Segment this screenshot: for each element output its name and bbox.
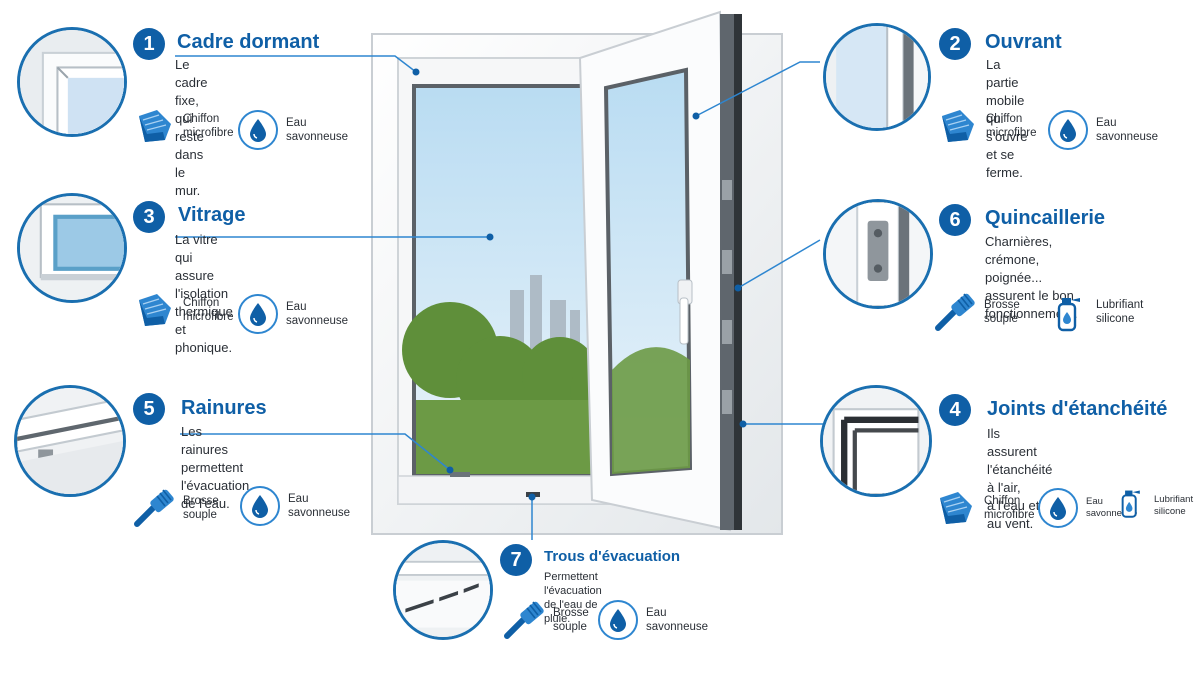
tool-item: Brosse souple: [133, 486, 219, 530]
callout-description: Permettent l'évacuation de l'eau de plui…: [544, 571, 602, 625]
callout-description: La partie mobile qui s'ouvre et se ferme…: [986, 57, 1028, 180]
tool-label: Chiffon microfibre: [984, 495, 1035, 521]
window-illustration: [371, 10, 783, 535]
tool-item: Lubrifiant silicone: [1046, 290, 1143, 334]
microfiber-cloth-icon: [934, 486, 978, 530]
callout-title: Ouvrant: [985, 31, 1062, 53]
silicone-spray-icon: [1046, 290, 1090, 334]
microfiber-cloth-icon: [936, 104, 980, 148]
tool-item: Eau savonneuse: [1036, 486, 1137, 530]
tool-item: Eau savonneuse: [236, 108, 348, 152]
tool-item: Eau savonneuse: [238, 484, 350, 528]
detail-thumbnail: [14, 385, 126, 497]
callout-description: Les rainures permettent l'évacuation de …: [181, 424, 250, 511]
detail-thumbnail: [820, 385, 932, 497]
callout-title: Quincaillerie: [985, 207, 1106, 229]
water-drop-icon: [236, 292, 280, 336]
leader-line-1: [175, 55, 417, 73]
tool-item: Eau savonneuse: [236, 292, 348, 336]
tool-label: Eau savonneuse: [286, 117, 349, 143]
water-drop-icon: [236, 108, 280, 152]
tool-label: Chiffon microfibre: [986, 113, 1037, 139]
tool-item: Brosse souple: [934, 290, 1020, 334]
soft-brush-icon: [133, 486, 177, 530]
water-drop-icon: [238, 484, 282, 528]
tool-label: Chiffon microfibre: [183, 113, 234, 139]
detail-thumbnail: [17, 193, 127, 303]
tool-item: Lubrifiant silicone: [1112, 484, 1193, 528]
tool-item: Eau savonneuse: [1046, 108, 1158, 152]
callout-description: Ils assurent l'étanchéité à l'air, à l'e…: [987, 426, 1053, 531]
detail-thumbnail: [393, 540, 493, 640]
leader-line-2: [695, 61, 820, 117]
detail-thumbnail: [823, 199, 933, 309]
tool-item: Brosse souple: [503, 598, 589, 642]
microfiber-cloth-icon: [133, 288, 177, 332]
tool-item: Chiffon microfibre: [934, 486, 1034, 530]
callout-description: Charnières, crémone, poignée... assurent…: [985, 234, 1078, 321]
water-drop-icon: [1046, 108, 1090, 152]
water-drop-icon: [596, 598, 640, 642]
callout-number: 5: [133, 393, 165, 425]
tool-label: Lubrifiant silicone: [1154, 494, 1194, 517]
callout-title: Vitrage: [178, 204, 246, 226]
callout-title: Rainures: [181, 397, 267, 419]
tool-item: Chiffon microfibre: [936, 104, 1036, 148]
detail-thumbnail: [823, 23, 931, 131]
tool-item: Chiffon microfibre: [133, 288, 233, 332]
tool-label: Chiffon microfibre: [183, 297, 234, 323]
silicone-spray-icon: [1112, 484, 1148, 528]
callout-title: Joints d'étanchéité: [987, 398, 1168, 420]
leader-line-6: [737, 239, 821, 289]
tool-item: Chiffon microfibre: [133, 104, 233, 148]
tool-item: Eau savonneuse: [596, 598, 708, 642]
leader-line-5: [180, 433, 451, 471]
tool-label: Eau savonneuse: [288, 493, 351, 519]
tool-label: Eau savonneuse: [1086, 496, 1138, 519]
callout-number: 4: [939, 394, 971, 426]
callout-number: 2: [939, 28, 971, 60]
callout-number: 6: [939, 204, 971, 236]
callout-title: Trous d'évacuation: [544, 548, 681, 565]
soft-brush-icon: [503, 598, 547, 642]
soft-brush-icon: [934, 290, 978, 334]
callout-title: Cadre dormant: [177, 31, 320, 53]
tool-label: Eau savonneuse: [286, 301, 349, 327]
callout-number: 1: [133, 28, 165, 60]
tool-label: Brosse souple: [183, 495, 219, 521]
detail-thumbnail: [17, 27, 127, 137]
callout-description: La vitre qui assure l'isolation thermiqu…: [175, 232, 233, 355]
microfiber-cloth-icon: [133, 104, 177, 148]
callout-number: 3: [133, 201, 165, 233]
tool-label: Eau savonneuse: [1096, 117, 1159, 143]
tool-label: Lubrifiant silicone: [1096, 299, 1144, 325]
callout-number: 7: [500, 544, 532, 576]
callout-description: Le cadre fixe, qui reste dans le mur.: [175, 57, 208, 198]
hardware: [722, 180, 732, 414]
tool-label: Eau savonneuse: [646, 607, 709, 633]
tool-label: Brosse souple: [984, 299, 1020, 325]
water-drop-icon: [1036, 486, 1080, 530]
tool-label: Brosse souple: [553, 607, 589, 633]
